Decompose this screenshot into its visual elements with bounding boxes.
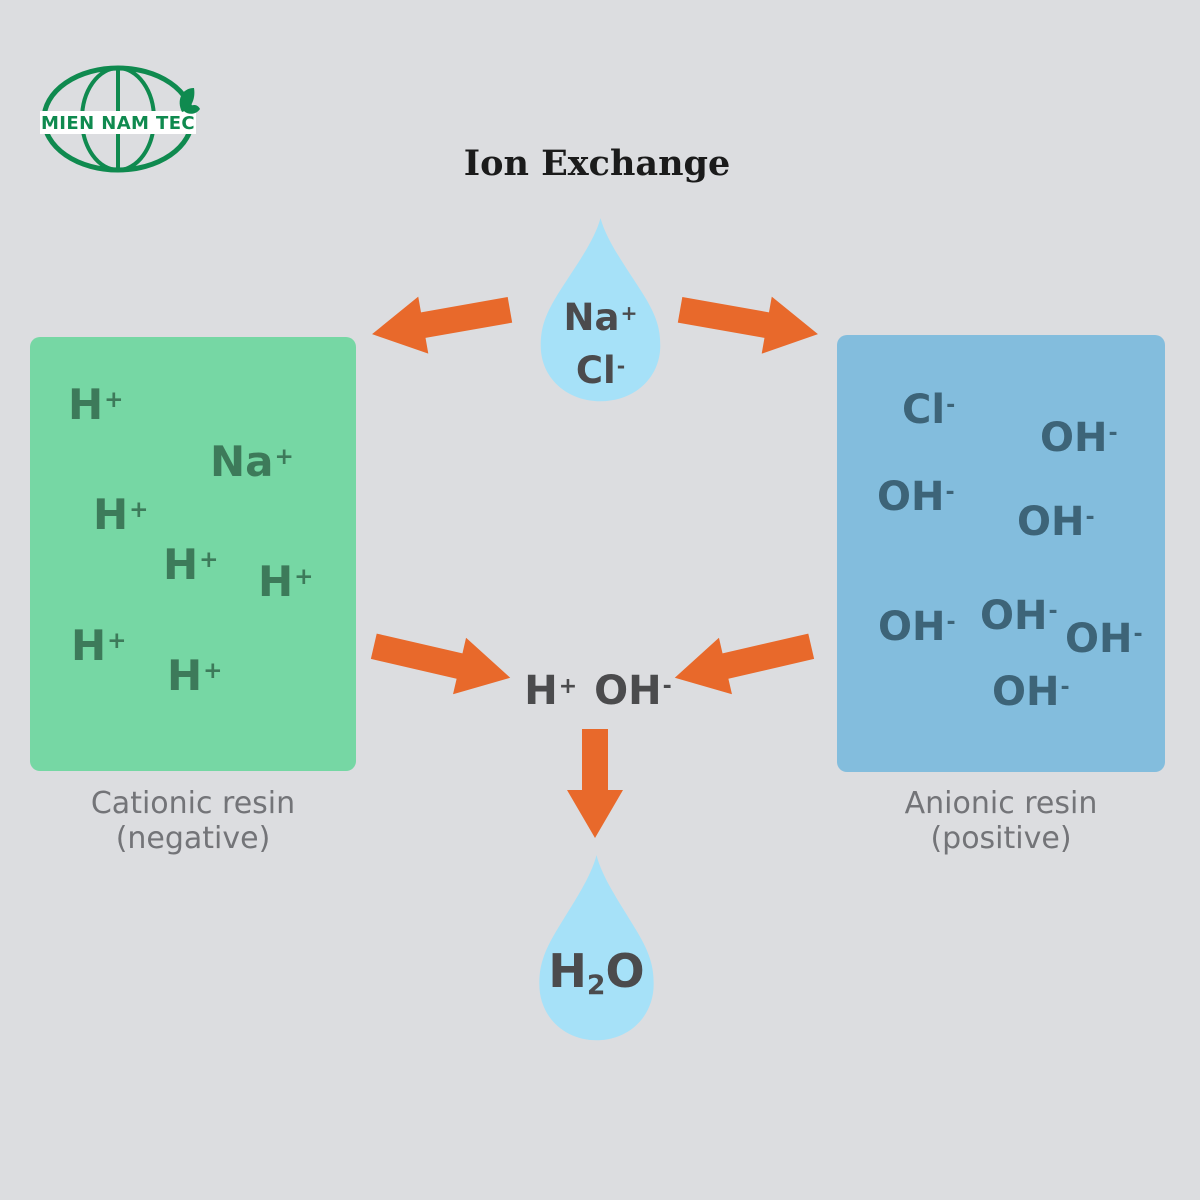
arrow-to-anionic-icon [677, 296, 818, 354]
water-drop-icon [539, 855, 654, 1041]
product-ions: H+ OH- [524, 668, 672, 714]
ion-label: OH- [1065, 616, 1143, 662]
ion-label: H+ [258, 557, 314, 606]
logo-text: MIEN NAM TEC [41, 113, 195, 134]
ion-label: OH- [594, 668, 672, 714]
cationic-box-ions: H+ Na+ H+ H+ H+ H+ H+ [30, 337, 356, 771]
arrow-to-cationic-icon [372, 296, 513, 354]
formula-subscript: 2 [586, 970, 606, 1002]
cationic-resin-caption: Cationic resin (negative) [28, 786, 358, 856]
ion-label: H+ [524, 668, 578, 714]
arrow-down-icon [567, 729, 623, 838]
output-water-drop: H2O [530, 851, 663, 1043]
ion-label: OH- [1040, 415, 1118, 461]
ion-label: H+ [167, 651, 223, 700]
feed-water-drop: Na+ Cl- [531, 214, 670, 404]
ion-label: OH- [878, 604, 956, 650]
cationic-resin-box: H+ Na+ H+ H+ H+ H+ H+ [30, 337, 356, 771]
page-title: Ion Exchange [463, 143, 731, 184]
anionic-box-ions: Cl- OH- OH- OH- OH- OH- OH- OH- [837, 335, 1165, 772]
leaf-icon [179, 88, 200, 114]
arrow-from-cationic-icon [370, 633, 511, 695]
ion-label: H+ [71, 621, 127, 670]
ion-label: Na+ [563, 296, 638, 339]
ion-label: OH- [992, 669, 1070, 715]
anionic-resin-caption: Anionic resin (positive) [836, 786, 1166, 856]
water-drop-icon [540, 218, 661, 402]
ion-label: H+ [93, 490, 149, 539]
ion-label: H+ [163, 540, 219, 589]
caption-line: Anionic resin [904, 786, 1098, 821]
formula-h: H [548, 944, 587, 998]
ion-label: OH- [1017, 499, 1095, 545]
arrow-from-anionic-icon [674, 633, 815, 695]
logo: MIEN NAM TEC [36, 62, 200, 177]
feed-drop-ions: Na+ Cl- [531, 294, 670, 400]
ion-label: Cl- [902, 387, 956, 433]
formula-o: O [605, 944, 645, 998]
ion-label: Cl- [575, 349, 626, 392]
globe-icon: MIEN NAM TEC [40, 65, 200, 173]
water-formula: H2O [530, 944, 663, 1002]
caption-line: Cationic resin [90, 786, 296, 821]
caption-line: (negative) [115, 821, 271, 856]
ion-label: OH- [980, 593, 1058, 639]
caption-line: (positive) [930, 821, 1072, 856]
ion-label: H+ [68, 380, 124, 429]
ion-label: OH- [877, 474, 955, 520]
anionic-resin-box: Cl- OH- OH- OH- OH- OH- OH- OH- [837, 335, 1165, 772]
ion-label: Na+ [210, 437, 294, 486]
